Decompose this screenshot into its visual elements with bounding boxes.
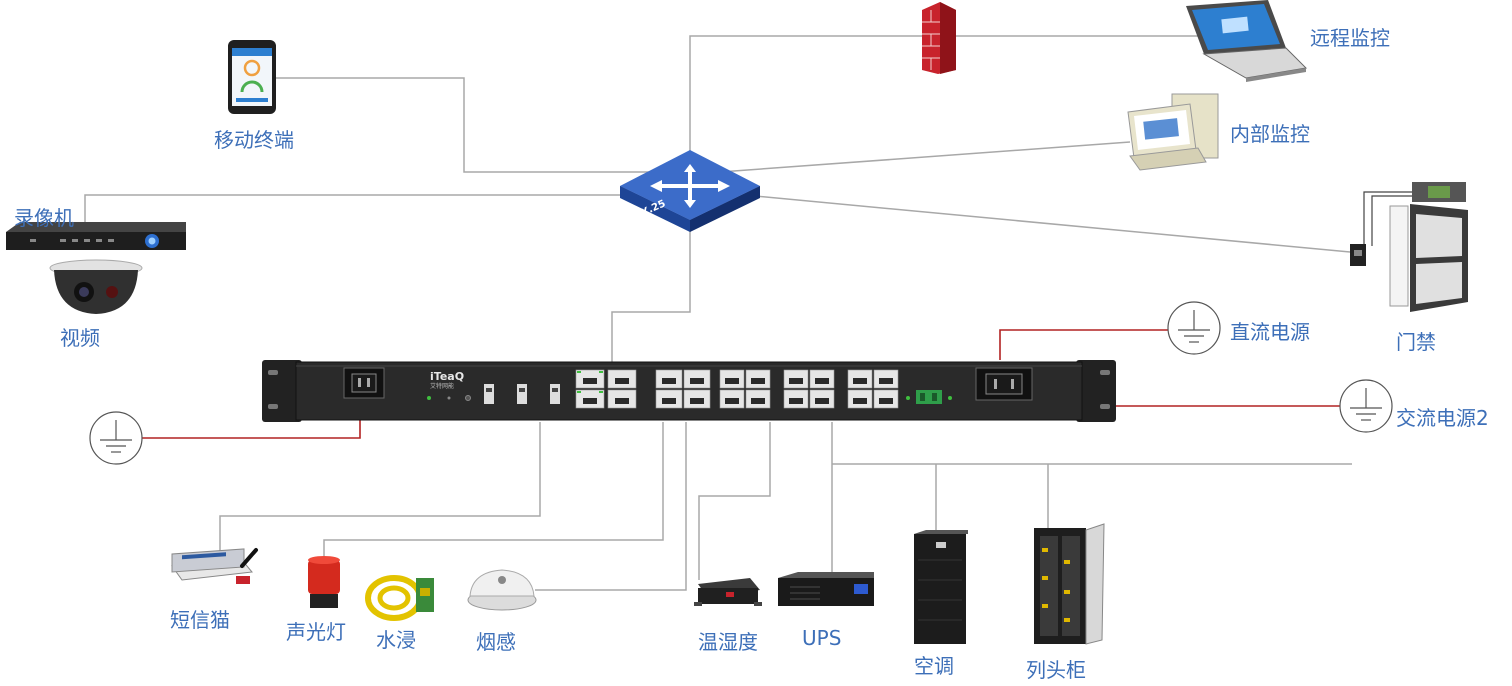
- x25-switch-icon: X.25: [620, 150, 760, 232]
- line-device-alarm: [323, 422, 664, 560]
- line-switch-mobile: [262, 77, 655, 173]
- monitoring-host-device: iTeaQ 艾特网能: [262, 360, 1116, 422]
- label-ups: UPS: [802, 626, 842, 650]
- label-smoke-detector: 烟感: [476, 630, 516, 654]
- ground-symbol-left: [89, 411, 143, 465]
- laptop-icon: [1186, 0, 1308, 82]
- line-device-temp: [698, 422, 771, 580]
- power-line-dc: [999, 329, 1168, 360]
- firewall-icon: [922, 2, 956, 74]
- line-switch-device: [611, 228, 691, 362]
- dvr-recorder-icon: [6, 222, 186, 250]
- water-sensor-icon: [365, 575, 434, 621]
- mobile-phone-icon: [228, 40, 276, 114]
- device-brand-sub: 艾特网能: [430, 382, 454, 390]
- line-switch-recorder: [84, 194, 625, 225]
- sms-modem-icon: [171, 548, 258, 584]
- label-remote-monitoring: 远程监控: [1310, 26, 1390, 50]
- power-line-left: [142, 418, 361, 439]
- dome-camera-icon: [49, 259, 143, 314]
- label-sms-modem: 短信猫: [170, 608, 230, 632]
- label-recorder: 录像机: [14, 206, 74, 230]
- line-switch-internal: [719, 141, 1131, 173]
- temp-humidity-sensor-icon: [694, 578, 762, 606]
- smoke-detector-icon: [467, 569, 537, 611]
- pdu-cabinet-icon: [1034, 523, 1105, 645]
- ups-icon: [778, 572, 874, 606]
- label-alarm-light: 声光灯: [286, 620, 346, 644]
- access-door-icon: [1350, 182, 1468, 312]
- ground-symbol-ac: [1339, 379, 1393, 433]
- label-ac-power: 交流电源2: [1396, 406, 1489, 430]
- label-pdu-cabinet: 列头柜: [1026, 658, 1086, 682]
- alarm-light-icon: [308, 556, 340, 608]
- label-access-control: 门禁: [1396, 330, 1436, 354]
- network-lines: [84, 35, 1352, 591]
- label-video: 视频: [60, 326, 100, 350]
- line-switch-remote: [689, 35, 1200, 170]
- aircon-unit-icon: [914, 530, 968, 644]
- label-dc-power: 直流电源: [1230, 320, 1310, 344]
- label-water-sensor: 水浸: [376, 628, 416, 652]
- power-lines: [142, 329, 1340, 439]
- ground-symbol-dc: [1167, 301, 1221, 355]
- line-device-smoke: [535, 422, 687, 591]
- line-switch-door: [754, 195, 1351, 253]
- device-brand: iTeaQ: [430, 370, 464, 383]
- label-aircon: 空调: [914, 654, 954, 678]
- line-device-sms: [219, 422, 541, 558]
- label-internal-monitoring: 内部监控: [1230, 122, 1310, 146]
- label-temp-humidity: 温湿度: [698, 630, 758, 654]
- label-mobile-terminal: 移动终端: [214, 128, 294, 152]
- desktop-pc-icon: [1127, 93, 1219, 171]
